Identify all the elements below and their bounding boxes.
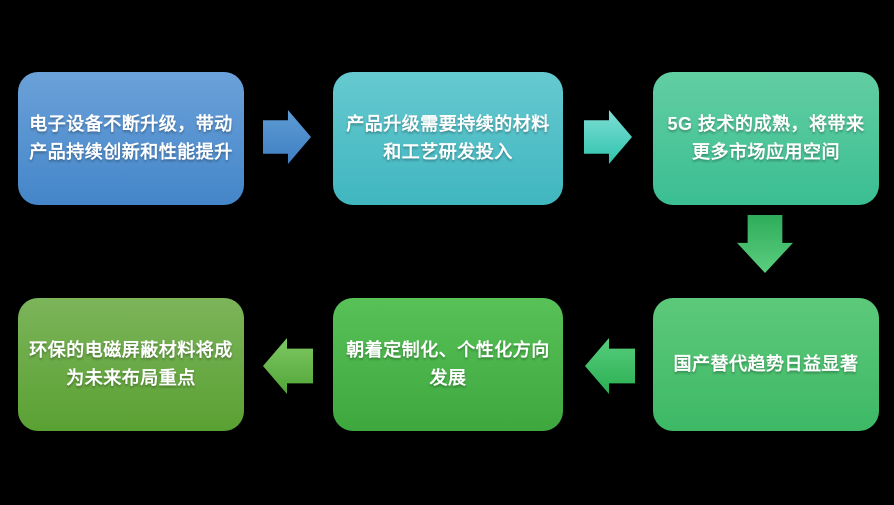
flow-node-customization-trend: 朝着定制化、个性化方向发展 <box>333 298 563 431</box>
flow-node-5g-market: 5G 技术的成熟，将带来更多市场应用空间 <box>653 72 879 205</box>
flow-arrow-right-icon <box>584 110 632 164</box>
flow-node-label: 环保的电磁屏蔽材料将成为未来布局重点 <box>29 339 233 388</box>
flow-arrow-down-icon <box>737 215 793 273</box>
flow-node-label: 国产替代趋势日益显著 <box>673 353 859 374</box>
flow-node-domestic-substitution: 国产替代趋势日益显著 <box>653 298 879 431</box>
flow-node-label: 产品升级需要持续的材料和工艺研发投入 <box>346 113 550 162</box>
flow-node-label: 朝着定制化、个性化方向发展 <box>346 339 550 388</box>
flow-node-rd-investment: 产品升级需要持续的材料和工艺研发投入 <box>333 72 563 205</box>
flow-node-eco-materials: 环保的电磁屏蔽材料将成为未来布局重点 <box>18 298 244 431</box>
flow-arrow-right-icon <box>263 110 311 164</box>
flow-node-label: 电子设备不断升级，带动产品持续创新和性能提升 <box>29 113 233 162</box>
flow-arrow-left-icon <box>585 338 635 394</box>
flow-node-label: 5G 技术的成熟，将带来更多市场应用空间 <box>667 113 865 162</box>
flow-arrow-left-icon <box>263 338 313 394</box>
flow-node-electronics-upgrade: 电子设备不断升级，带动产品持续创新和性能提升 <box>18 72 244 205</box>
